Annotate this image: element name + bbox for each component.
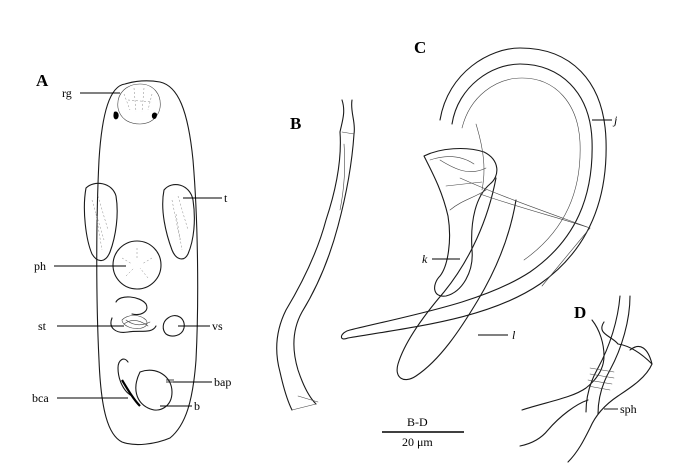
scale-bar-length-label: 20 μm: [402, 435, 433, 449]
label-rg: rg: [62, 86, 72, 100]
panel-letter-a: A: [36, 71, 49, 90]
label-bca: bca: [32, 391, 49, 405]
label-j: j: [612, 113, 618, 127]
scale-bar-panels-label: B-D: [407, 415, 428, 429]
label-bap: bap: [214, 375, 231, 389]
label-vs: vs: [212, 319, 223, 333]
panel-a-drawing: [83, 80, 199, 446]
label-l: l: [512, 328, 516, 342]
label-sph: sph: [620, 402, 637, 416]
panel-c-drawing: [340, 47, 607, 381]
panel-a-leaders: [54, 92, 222, 407]
panel-b-drawing: [276, 99, 355, 411]
label-ph: ph: [34, 259, 46, 273]
panel-d-drawing: [519, 295, 653, 463]
panel-c-leaders: [432, 119, 612, 336]
label-b: b: [194, 399, 200, 413]
panel-letter-b: B: [290, 114, 301, 133]
label-t: t: [224, 191, 228, 205]
label-k: k: [422, 252, 428, 266]
panel-letter-c: C: [414, 38, 426, 57]
panel-letter-d: D: [574, 303, 586, 322]
label-st: st: [38, 319, 47, 333]
